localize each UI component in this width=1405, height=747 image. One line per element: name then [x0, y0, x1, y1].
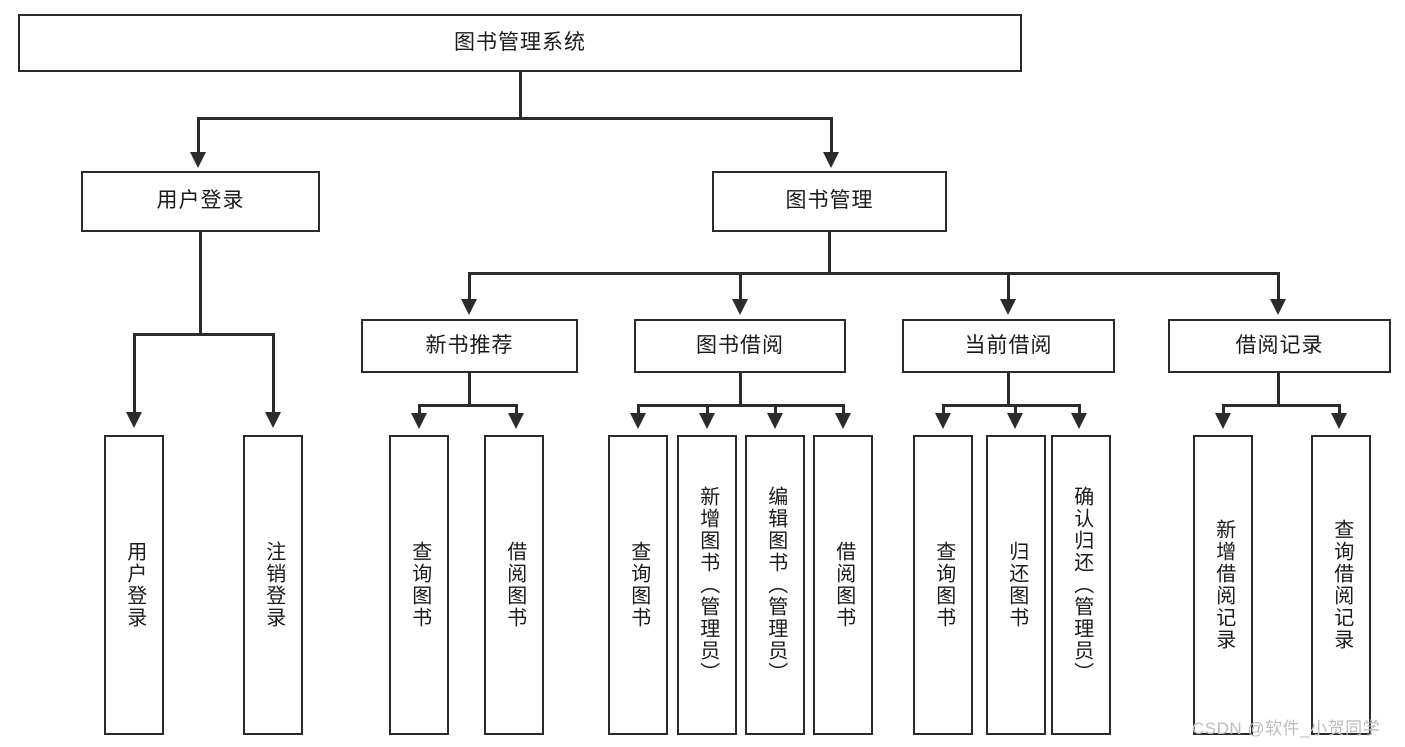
arrow-to-leaf-query-book-3: [935, 413, 951, 429]
connector-book-management-stem: [828, 232, 831, 274]
node-label: 图书管理系统: [454, 30, 586, 54]
arrow-to-leaf-query-book-2: [630, 413, 646, 429]
connector-borrow-record-bar: [1222, 404, 1341, 407]
connector-level2-drop-left: [197, 117, 200, 155]
node-label: 查询图书: [932, 541, 955, 629]
connector-level3-drop-3: [1007, 272, 1010, 302]
node-label: 借阅图书: [832, 541, 855, 629]
connector-current-borrow-stem: [1007, 373, 1010, 406]
arrow-to-leaf-return-book: [1007, 413, 1023, 429]
arrow-to-leaf-borrow-book-1: [508, 413, 524, 429]
node-leaf-edit-book-admin[interactable]: 编辑图书（管理员）: [745, 435, 805, 735]
node-leaf-borrow-book-2[interactable]: 借阅图书: [813, 435, 873, 735]
node-label: 注销登录: [262, 541, 285, 629]
node-label: 图书借阅: [696, 333, 784, 357]
node-leaf-query-book-1[interactable]: 查询图书: [389, 435, 449, 735]
node-leaf-borrow-book-1[interactable]: 借阅图书: [484, 435, 544, 735]
arrow-to-current-borrow: [1000, 299, 1016, 315]
node-leaf-logout[interactable]: 注销登录: [243, 435, 303, 735]
arrow-to-leaf-logout: [265, 412, 281, 428]
connector-current-borrow-drop-2: [1014, 404, 1017, 416]
node-book-management-system[interactable]: 图书管理系统: [18, 14, 1022, 72]
connector-user-login-stem: [199, 232, 202, 335]
node-label: 图书管理: [785, 189, 874, 213]
connector-level2-drop-right: [830, 117, 833, 155]
node-label: 当前借阅: [964, 333, 1053, 357]
connector-borrow-record-drop-2: [1338, 404, 1341, 416]
connector-level3-drop-1: [468, 272, 471, 302]
connector-borrow-record-drop-1: [1222, 404, 1225, 416]
node-current-borrow[interactable]: 当前借阅: [902, 319, 1115, 373]
connector-book-borrow-drop-4: [842, 404, 845, 416]
connector-user-login-bar: [133, 333, 275, 336]
node-label: 新增借阅记录: [1212, 519, 1235, 651]
node-label: 查询图书: [627, 541, 650, 629]
connector-book-borrow-drop-2: [706, 404, 709, 416]
arrow-to-leaf-borrow-book-2: [835, 413, 851, 429]
node-label: 编辑图书（管理员）: [764, 486, 787, 684]
node-book-borrow[interactable]: 图书借阅: [634, 319, 846, 373]
node-label: 新增图书（管理员）: [696, 486, 719, 684]
node-leaf-add-book-admin[interactable]: 新增图书（管理员）: [677, 435, 737, 735]
connector-new-book-bar: [418, 404, 518, 407]
connector-book-borrow-drop-1: [637, 404, 640, 416]
connector-new-book-drop-2: [515, 404, 518, 416]
node-label: 新书推荐: [425, 333, 514, 357]
node-label: 确认归还（管理员）: [1070, 486, 1093, 684]
connector-book-borrow-drop-3: [774, 404, 777, 416]
connector-book-borrow-stem: [739, 373, 742, 406]
connector-level3-bar: [468, 272, 1280, 275]
node-label: 查询图书: [408, 541, 431, 629]
connector-new-book-stem: [468, 373, 471, 406]
arrow-to-new-book-recommend: [461, 299, 477, 315]
connector-root-stem: [519, 72, 522, 119]
node-leaf-query-book-3[interactable]: 查询图书: [913, 435, 973, 735]
connector-current-borrow-drop-3: [1078, 404, 1081, 416]
arrow-to-leaf-query-book-1: [411, 413, 427, 429]
connector-new-book-drop-1: [418, 404, 421, 416]
watermark-text: CSDN @软件_小贺同学: [1192, 719, 1381, 738]
node-label: 查询借阅记录: [1330, 519, 1353, 651]
arrow-to-book-management: [823, 152, 839, 168]
connector-user-login-drop-1: [133, 333, 136, 415]
connector-user-login-drop-2: [272, 333, 275, 415]
arrow-to-leaf-edit-book-admin: [767, 413, 783, 429]
node-new-book-recommend[interactable]: 新书推荐: [361, 319, 578, 373]
node-leaf-user-login[interactable]: 用户登录: [104, 435, 164, 735]
node-label: 借阅图书: [503, 541, 526, 629]
node-label: 用户登录: [156, 189, 245, 213]
node-label: 用户登录: [123, 541, 146, 629]
arrow-to-user-login: [190, 152, 206, 168]
connector-level3-drop-2: [739, 272, 742, 302]
connector-current-borrow-bar: [942, 404, 1081, 407]
node-user-login[interactable]: 用户登录: [81, 171, 320, 232]
node-book-management[interactable]: 图书管理: [712, 171, 947, 232]
connector-current-borrow-drop-1: [942, 404, 945, 416]
node-leaf-return-book[interactable]: 归还图书: [986, 435, 1046, 735]
arrow-to-leaf-query-borrow-record: [1331, 413, 1347, 429]
connector-borrow-record-stem: [1277, 373, 1280, 406]
node-leaf-confirm-return-admin[interactable]: 确认归还（管理员）: [1051, 435, 1111, 735]
arrow-to-leaf-add-borrow-record: [1215, 413, 1231, 429]
node-leaf-query-borrow-record[interactable]: 查询借阅记录: [1311, 435, 1371, 735]
node-leaf-add-borrow-record[interactable]: 新增借阅记录: [1193, 435, 1253, 735]
arrow-to-leaf-confirm-return-admin: [1071, 413, 1087, 429]
connector-book-borrow-bar: [637, 404, 845, 407]
node-label: 归还图书: [1005, 541, 1028, 629]
arrow-to-leaf-user-login: [126, 412, 142, 428]
node-borrow-record[interactable]: 借阅记录: [1168, 319, 1391, 373]
arrow-to-leaf-add-book-admin: [699, 413, 715, 429]
connector-level2-bar: [197, 117, 833, 120]
arrow-to-book-borrow: [732, 299, 748, 315]
connector-level3-drop-4: [1277, 272, 1280, 302]
node-leaf-query-book-2[interactable]: 查询图书: [608, 435, 668, 735]
node-label: 借阅记录: [1235, 333, 1324, 357]
arrow-to-borrow-record: [1270, 299, 1286, 315]
